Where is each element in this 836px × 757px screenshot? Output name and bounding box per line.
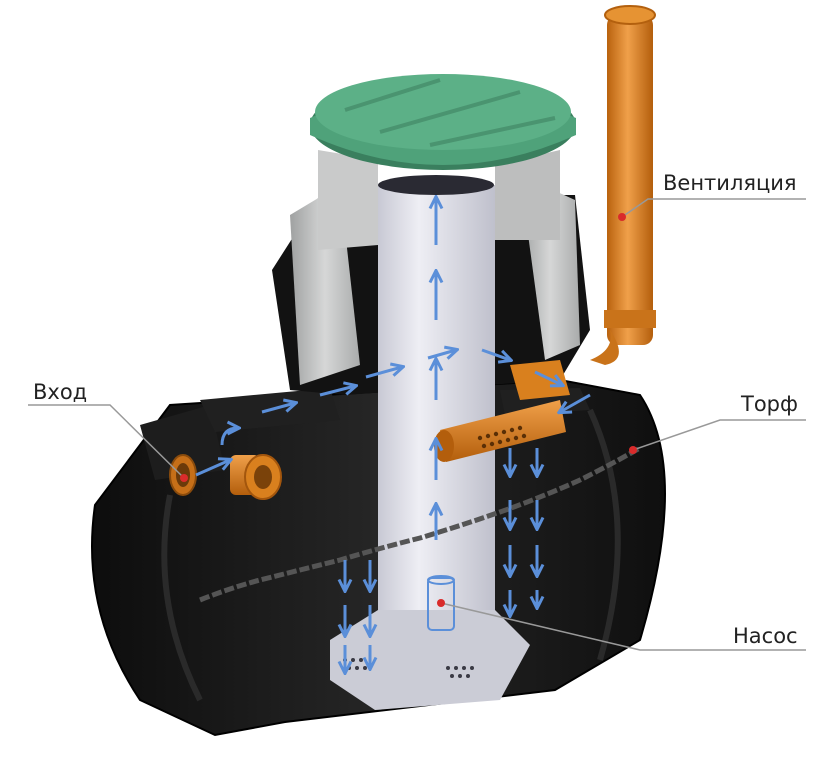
inlet-marker <box>180 474 188 482</box>
marker-dots <box>180 213 637 607</box>
pump-label: Насос <box>733 624 798 648</box>
pump <box>427 575 455 631</box>
ventilation-label: Вентиляция <box>663 171 797 195</box>
filter-holes <box>477 425 527 449</box>
inlet-label: Вход <box>33 380 88 404</box>
peat-label: Торф <box>741 392 798 416</box>
pump-marker <box>437 599 445 607</box>
peat-layer <box>199 445 642 603</box>
inlet-pipe <box>169 454 282 500</box>
flow-arrows <box>195 198 591 672</box>
ventilation-marker <box>618 213 626 221</box>
ventilation-pipe <box>590 5 656 365</box>
lid <box>310 74 576 170</box>
leader-lines <box>28 198 806 651</box>
filter-pipe <box>434 360 570 462</box>
peat-marker <box>629 446 637 454</box>
